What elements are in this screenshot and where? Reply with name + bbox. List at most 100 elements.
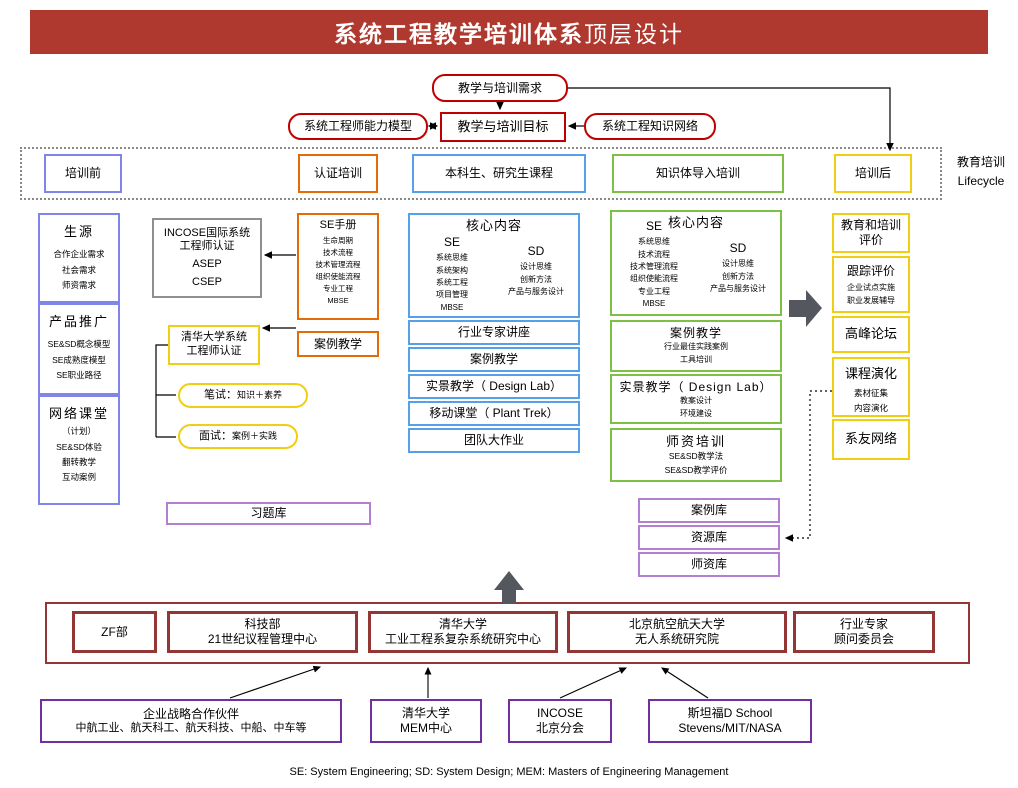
list-item: MBSE xyxy=(327,295,349,305)
lifecycle-stage-pre: 培训前 xyxy=(44,154,122,193)
incose-line: 工程师认证 xyxy=(179,240,235,253)
product-promotion-box: 产品推广 SE&SD概念模型 SE成熟度模型 SE职业路径 xyxy=(38,303,120,395)
se-column: SE 系统思维 系统架构 系统工程 项目管理 MBSE xyxy=(410,234,494,316)
org-box-experts: 行业专家 顾问委员会 xyxy=(793,611,935,653)
box-title: 网络课堂 xyxy=(48,406,109,421)
se-header: SE xyxy=(645,219,662,234)
summit-forum-box: 高峰论坛 xyxy=(832,316,910,353)
list-item: SE成熟度模型 xyxy=(52,354,106,365)
box-title: 跟踪评价 xyxy=(846,264,895,278)
list-item: 设计思维 xyxy=(722,259,754,269)
box-title: 案例教学 xyxy=(669,326,722,340)
knowledge-network-box: 系统工程知识网络 xyxy=(584,113,716,140)
lifecycle-stage-courses: 本科生、研究生课程 xyxy=(412,154,586,193)
footnote: SE: System Engineering; SD: System Desig… xyxy=(289,766,729,778)
org-line: 科技部 xyxy=(244,617,281,631)
partner-box-incose: INCOSE 北京分会 xyxy=(508,699,612,743)
list-item: 技术流程 xyxy=(323,247,353,257)
course-core-content-box: 核心内容 SE 系统思维 系统架构 系统工程 项目管理 MBSE SD 设计思维… xyxy=(408,213,580,318)
written-exam-detail: 知识＋素养 xyxy=(236,389,282,400)
incose-certification-box: INCOSE国际系统 工程师认证 ASEP CSEP xyxy=(152,218,262,298)
list-item: 企业试点实施 xyxy=(847,283,895,292)
tsinghua-line: 工程师认证 xyxy=(186,345,242,357)
knowledge-core-content-box: 核心内容 SE 系统思维 技术流程 技术管理流程 组织使能流程 专业工程 MBS… xyxy=(610,210,782,316)
resource-library-box: 资源库 xyxy=(638,525,780,550)
box-title: 课程演化 xyxy=(844,366,897,381)
list-item: 技术管理流程 xyxy=(630,262,678,272)
list-item: 系统思维 xyxy=(436,253,468,263)
box-title: 核心内容 xyxy=(667,215,724,230)
org-box-tsinghua: 清华大学 工业工程系复杂系统研究中心 xyxy=(368,611,558,653)
partner-line: MEM中心 xyxy=(400,721,452,735)
partner-line: Stevens/MIT/NASA xyxy=(678,721,782,735)
lifecycle-band xyxy=(20,147,942,200)
incose-line: ASEP xyxy=(192,258,222,270)
tsinghua-line: 清华大学系统 xyxy=(181,331,247,344)
exercise-bank-box: 习题库 xyxy=(166,502,371,525)
core-columns: SE 系统思维 技术流程 技术管理流程 组织使能流程 专业工程 MBSE SD … xyxy=(612,219,780,314)
list-item: 合作企业需求 xyxy=(53,249,105,260)
list-item: 师资需求 xyxy=(61,279,96,290)
sd-header: SD xyxy=(729,241,747,256)
list-item: SE职业路径 xyxy=(56,369,102,380)
knowledge-case-teaching-box: 案例教学 行业最佳实践案例 工具培训 xyxy=(610,320,782,372)
interview-box: 面试： 案例＋实践 xyxy=(178,424,298,449)
list-item: SE&SD教学评价 xyxy=(664,464,728,475)
online-classroom-box: 网络课堂 （计划） SE&SD体验 翻转教学 互动案例 xyxy=(38,395,120,505)
partner-line: 清华大学 xyxy=(401,706,450,720)
incose-line: INCOSE国际系统 xyxy=(163,226,251,239)
alumni-network-box: 系友网络 xyxy=(832,419,910,460)
teacher-training-box: 师资培训 SE&SD教学法 SE&SD教学评价 xyxy=(610,428,782,482)
list-item: 专业工程 xyxy=(323,283,353,293)
connector-partner3 xyxy=(559,667,628,699)
teacher-library-box: 师资库 xyxy=(638,552,780,577)
list-item: MBSE xyxy=(440,302,464,312)
list-item: 创新方法 xyxy=(722,271,754,281)
org-line: 行业专家 xyxy=(839,617,888,631)
list-item: 素材征集 xyxy=(853,388,888,399)
incose-line: CSEP xyxy=(192,275,222,288)
list-item: 社会需求 xyxy=(61,264,96,275)
list-item: 职业发展辅导 xyxy=(847,295,895,305)
partner-line: 北京分会 xyxy=(535,721,584,735)
list-item: 专业工程 xyxy=(638,286,670,296)
course-row: 团队大作业 xyxy=(408,428,580,453)
capability-model-box: 系统工程师能力模型 xyxy=(288,113,428,140)
connector-partner4 xyxy=(661,667,709,699)
list-item: 设计思维 xyxy=(520,262,552,272)
sd-column: SD 设计思维 创新方法 产品与服务设计 xyxy=(696,231,780,314)
goal-box: 教学与培训目标 xyxy=(440,112,566,142)
box-title: SE手册 xyxy=(319,219,357,231)
lifecycle-label: 教育培训 Lifecycle xyxy=(948,153,1014,191)
tracking-evaluation-box: 跟踪评价 企业试点实施 职业发展辅导 xyxy=(832,256,910,313)
page-title-tail: 顶层设计 xyxy=(584,21,684,47)
interview-detail: 案例＋实践 xyxy=(231,430,277,441)
written-exam-box: 笔试： 知识＋素养 xyxy=(178,383,308,408)
list-item: （计划） xyxy=(61,426,96,437)
list-item: 系统工程 xyxy=(436,278,468,288)
list-item: 系统思维 xyxy=(638,237,670,247)
list-item: SE&SD体验 xyxy=(56,441,102,452)
org-line: 顾问委员会 xyxy=(833,632,894,646)
lifecycle-stage-knowledge-training: 知识体导入培训 xyxy=(612,154,784,193)
partner-line: 中航工业、航天科工、航天科技、中船、中车等 xyxy=(75,721,307,734)
list-item: 内容演化 xyxy=(853,402,888,413)
partner-box-enterprises: 企业战略合作伙伴 中航工业、航天科工、航天科技、中船、中车等 xyxy=(40,699,342,743)
se-header: SE xyxy=(443,235,460,250)
org-line: 无人系统研究院 xyxy=(634,632,719,646)
course-row: 案例教学 xyxy=(408,347,580,372)
org-line: ZF部 xyxy=(101,624,128,639)
right-arrow-icon xyxy=(789,290,822,327)
course-evolution-box: 课程演化 素材征集 内容演化 xyxy=(832,357,910,417)
needs-box: 教学与培训需求 xyxy=(432,74,568,102)
box-title: 产品推广 xyxy=(48,314,109,329)
list-item: 生命周期 xyxy=(323,235,353,245)
org-line: 北京航空航天大学 xyxy=(628,617,725,631)
lifecycle-label-cn: 教育培训 xyxy=(956,155,1005,169)
evaluation-box: 教育和培训评价 xyxy=(832,213,910,253)
box-title: 生源 xyxy=(63,224,94,239)
student-source-box: 生源 合作企业需求 社会需求 师资需求 xyxy=(38,213,120,303)
list-item: 技术流程 xyxy=(638,249,670,259)
knowledge-design-lab-box: 实景教学（ Design Lab） 教案设计 环境建设 xyxy=(610,374,782,424)
